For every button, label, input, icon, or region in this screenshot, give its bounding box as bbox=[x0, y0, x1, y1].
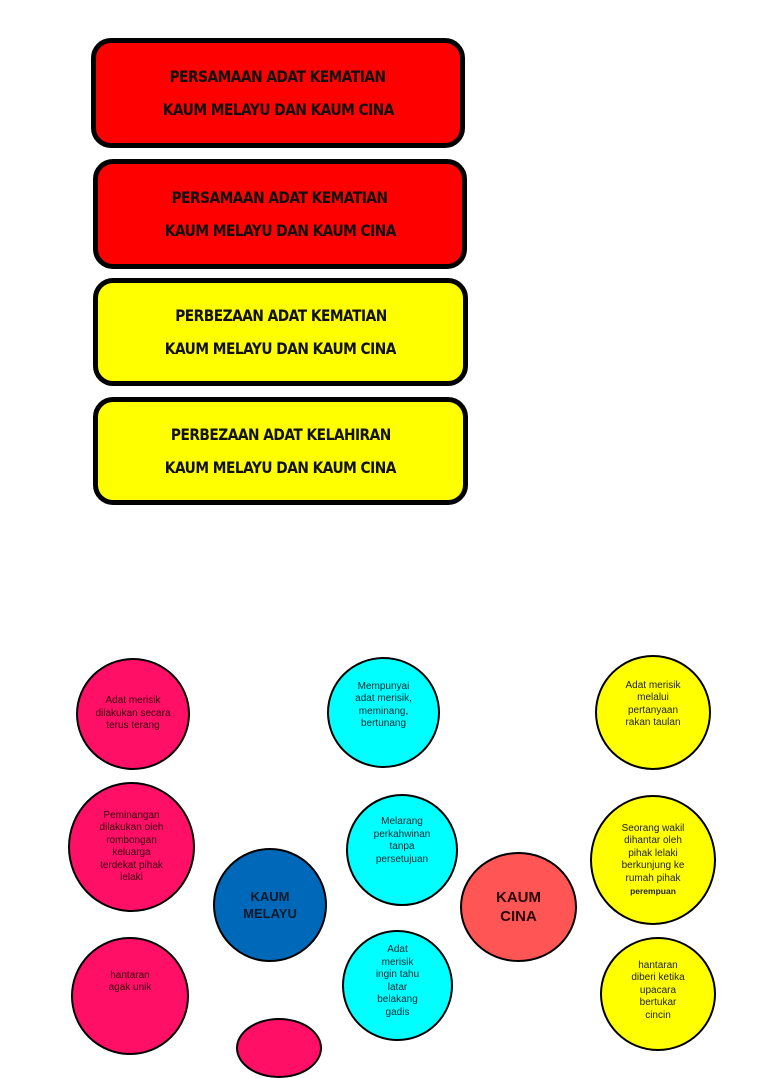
banner-perbezaan-kematian: PERBEZAAN ADAT KEMATIAN KAUM MELAYU DAN … bbox=[93, 278, 468, 386]
banner-line-2: KAUM MELAYU DAN KAUM CINA bbox=[164, 339, 397, 358]
cina-bubble-wakil: Seorang wakil dihantar oleh pihak lelaki… bbox=[590, 795, 716, 925]
banner-persamaan-kematian-1: PERSAMAAN ADAT KEMATIAN KAUM MELAYU DAN … bbox=[91, 38, 465, 148]
banner-perbezaan-kelahiran: PERBEZAAN ADAT KELAHIRAN KAUM MELAYU DAN… bbox=[93, 397, 468, 505]
melayu-bubble-merisik: Adat merisik dilakukan secara terus tera… bbox=[76, 658, 190, 770]
banner-line-1: PERSAMAAN ADAT KEMATIAN bbox=[172, 188, 388, 207]
melayu-bubble-peminangan: Peminangan dilakukan oleh rombongan kelu… bbox=[68, 782, 195, 912]
common-bubble-merisik-latar: Adat merisik ingin tahu latar belakang g… bbox=[342, 930, 453, 1041]
banner-line-1: PERBEZAAN ADAT KEMATIAN bbox=[174, 306, 387, 325]
center-kaum-melayu: KAUM MELAYU bbox=[213, 848, 327, 962]
banner-line-2: KAUM MELAYU DAN KAUM CINA bbox=[164, 221, 396, 240]
banner-line-2: KAUM MELAYU DAN KAUM CINA bbox=[164, 458, 397, 477]
center-kaum-cina: KAUM CINA bbox=[460, 852, 577, 962]
banner-line-1: PERSAMAAN ADAT KEMATIAN bbox=[170, 67, 386, 86]
melayu-bubble-partial bbox=[236, 1018, 322, 1078]
banner-persamaan-kematian-2: PERSAMAAN ADAT KEMATIAN KAUM MELAYU DAN … bbox=[93, 159, 467, 269]
cina-bubble-hantaran: hantaran diberi ketika upacara bertukar … bbox=[600, 937, 716, 1051]
banner-line-2: KAUM MELAYU DAN KAUM CINA bbox=[162, 100, 394, 119]
cina-bubble-merisik: Adat merisik melalui pertanyaan rakan ta… bbox=[595, 655, 711, 770]
common-bubble-melarang: Melarang perkahwinan tanpa persetujuan bbox=[346, 794, 458, 906]
melayu-bubble-hantaran: hantaran agak unik bbox=[71, 937, 189, 1055]
common-bubble-adat: Mempunyai adat merisik, meminang, bertun… bbox=[327, 657, 440, 768]
banner-line-1: PERBEZAAN ADAT KELAHIRAN bbox=[170, 425, 391, 444]
